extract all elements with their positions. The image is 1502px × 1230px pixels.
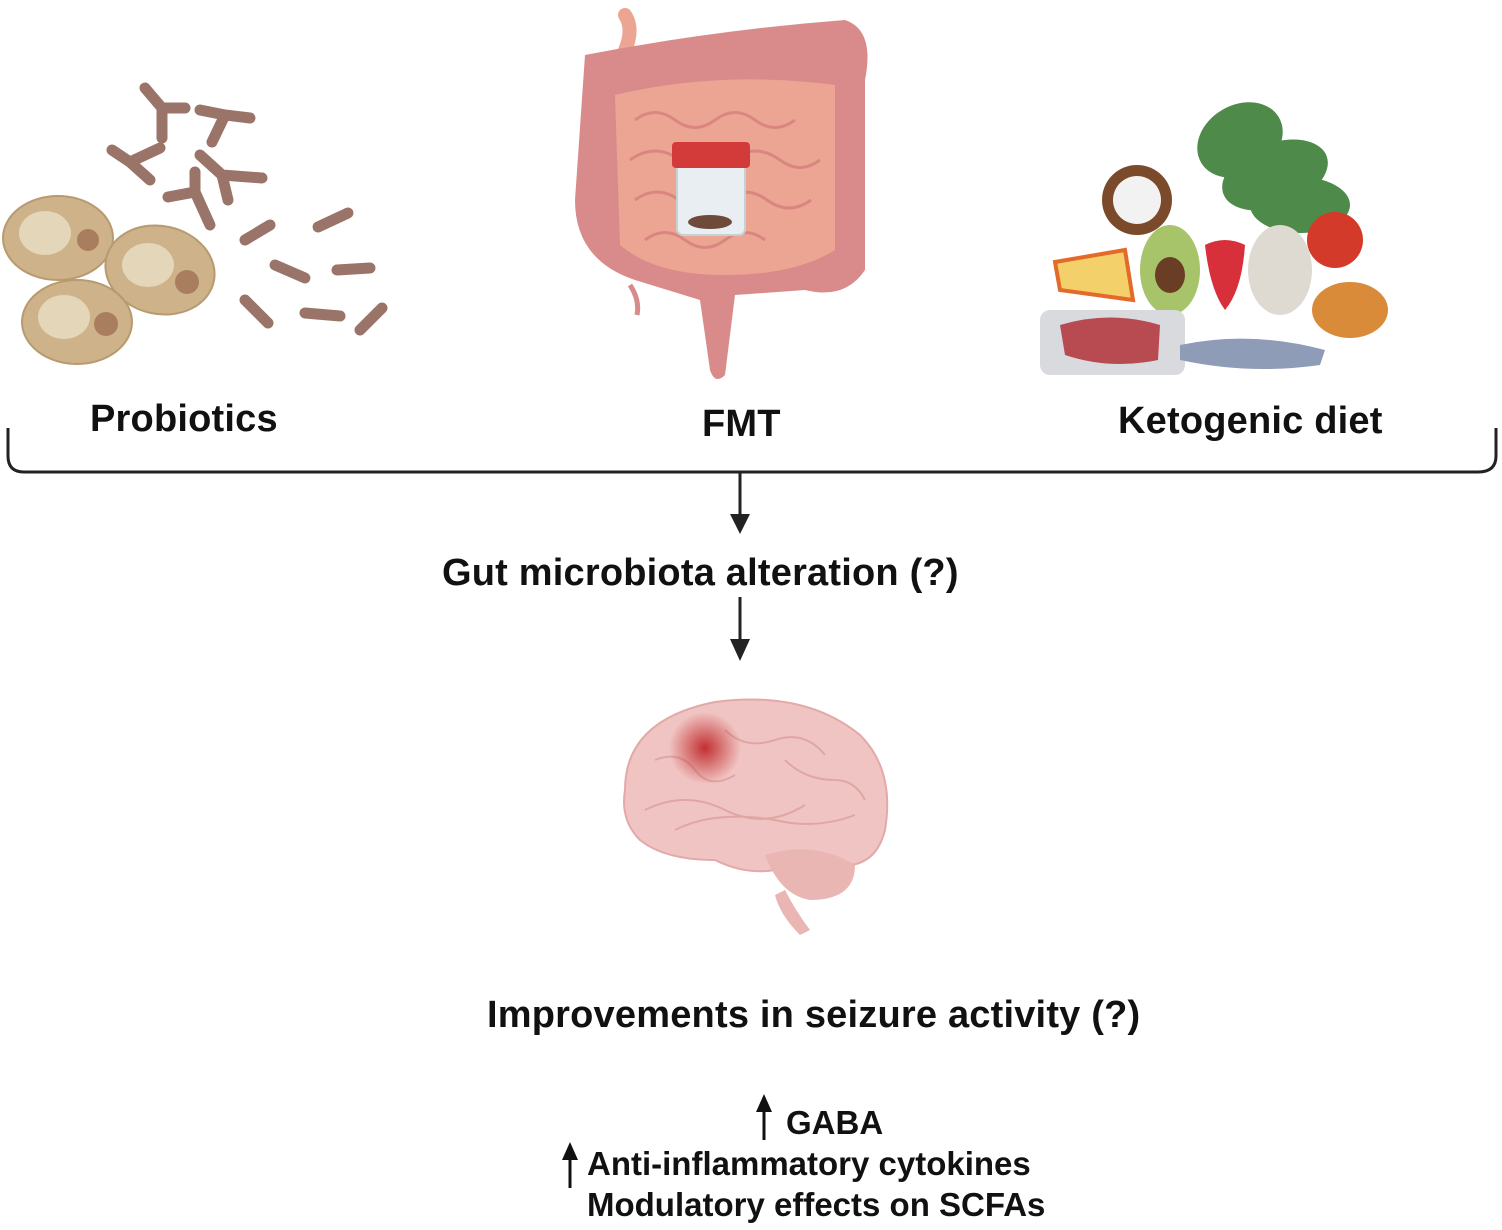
probiotics-bacteria-icon	[2, 82, 388, 365]
arrow-down-icon	[730, 597, 750, 661]
label-probiotics: Probiotics	[90, 398, 278, 440]
effect-scfa-modulation: Modulatory effects on SCFAs	[587, 1186, 1046, 1223]
effect-anti-inflammatory-cytokines: Anti-inflammatory cytokines	[587, 1145, 1031, 1182]
arrow-up-icon	[562, 1142, 578, 1188]
outcome-seizure-improvement: Improvements in seizure activity (?)	[487, 994, 1141, 1036]
brain-seizure-focus-icon	[623, 698, 889, 935]
label-ketogenic-diet: Ketogenic diet	[1118, 400, 1383, 442]
intestine-stool-sample-icon	[575, 8, 868, 379]
arrow-down-icon	[730, 472, 750, 534]
label-fmt: FMT	[702, 403, 781, 445]
arrow-up-icon	[756, 1094, 772, 1140]
grouping-bracket	[6, 428, 1498, 474]
keto-food-icon	[1040, 102, 1388, 375]
effect-gaba: GABA	[786, 1104, 884, 1141]
step-gut-microbiota-alteration: Gut microbiota alteration (?)	[442, 552, 959, 594]
